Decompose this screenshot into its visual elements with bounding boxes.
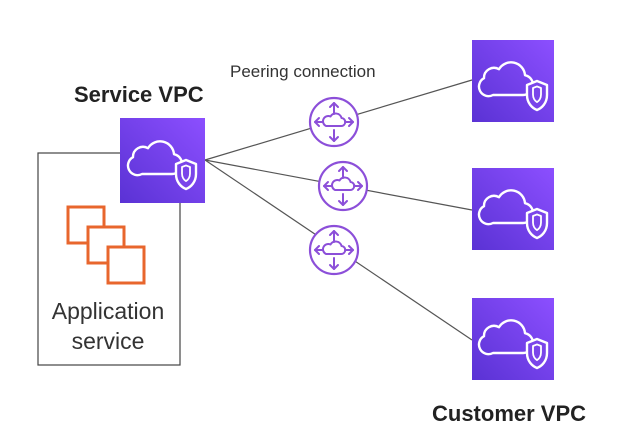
application-service-label: Application service — [51, 298, 165, 354]
peering-icon-3[interactable] — [308, 224, 360, 276]
peering-connection-label: Peering connection — [230, 62, 376, 81]
service-vpc-label: Service VPC — [74, 82, 204, 107]
peering-icon-2[interactable] — [317, 160, 369, 212]
service-vpc-icon[interactable] — [120, 118, 205, 203]
customer-vpc-icon-3[interactable] — [472, 298, 554, 380]
peering-icon-1[interactable] — [308, 96, 360, 148]
stacked-instances-icon — [66, 205, 146, 285]
customer-vpc-icon-1[interactable] — [472, 40, 554, 122]
customer-vpc-icon-2[interactable] — [472, 168, 554, 250]
customer-vpc-label: Customer VPC — [432, 401, 587, 426]
